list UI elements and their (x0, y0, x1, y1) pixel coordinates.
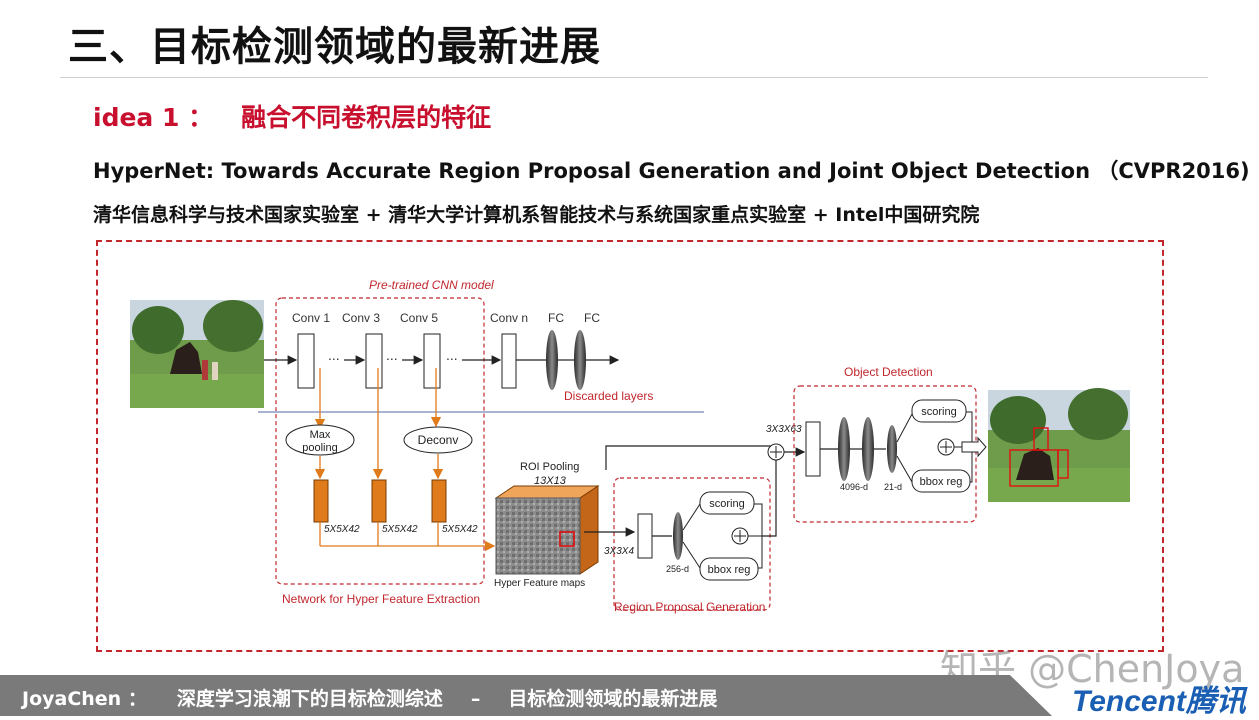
det-fc1 (838, 417, 850, 481)
fc2-label: FC (584, 311, 600, 325)
rpn-bbox-reg (699, 557, 759, 581)
convn-label: Conv n (490, 311, 528, 325)
conv5-layer (423, 333, 441, 389)
fc2-layer (574, 330, 586, 390)
feature-map-2 (371, 479, 387, 523)
conv5-label: Conv 5 (400, 311, 438, 325)
rpn-box (613, 477, 771, 611)
conv1-layer (297, 333, 315, 389)
det-fc-label: 4096-d (840, 482, 868, 492)
feature-map-1 (313, 479, 329, 523)
idea-text: 融合不同卷积层的特征 (241, 103, 492, 132)
idea-heading: idea 1 ： 融合不同卷积层的特征 (93, 98, 491, 134)
det-out (887, 425, 897, 473)
idea-label: idea 1 ： (93, 103, 214, 132)
det-bbox-reg (911, 469, 971, 493)
hyper-maps-label: Hyper Feature maps (494, 578, 585, 589)
hyper-feature-maps (494, 485, 600, 575)
fc1-label: FC (548, 311, 564, 325)
feat-dim-3: 5X5X42 (442, 524, 478, 535)
det-out-label: 21-d (884, 482, 902, 492)
tencent-logo: Tencent腾讯 (1072, 685, 1246, 718)
discarded-label: Discarded layers (564, 389, 653, 403)
input-image (130, 300, 264, 408)
conv1-label: Conv 1 (292, 311, 330, 325)
paper-title: HyperNet: Towards Accurate Region Propos… (93, 159, 1250, 183)
pretrained-label: Pre-trained CNN model (369, 278, 494, 292)
rpn-fc-label: 256-d (666, 564, 689, 574)
det-box (793, 385, 977, 523)
rpn-scoring-label: scoring (709, 498, 744, 510)
roi-pooling-label: ROI Pooling (520, 461, 579, 473)
fc1-layer (546, 330, 558, 390)
feature-map-3 (431, 479, 447, 523)
convn-layer (501, 333, 517, 389)
rpn-conv (637, 513, 653, 559)
deconv-node (403, 426, 473, 454)
footer-text: JoyaChen ： 深度学习浪潮下的目标检测综述 – 目标检测领域的最新进展 (22, 684, 717, 711)
conv3-label: Conv 3 (342, 311, 380, 325)
footer-bar (0, 675, 1052, 716)
footer-dash: – (470, 688, 481, 710)
rpn-label: Region Proposal Generation (614, 600, 765, 614)
output-arrow (961, 436, 987, 458)
slide-title: 三、目标检测领域的最新进展 (68, 24, 601, 70)
hypernet-diagram: Pre-trained CNN model Conv 1 Conv 3 Conv… (130, 278, 1130, 614)
ellipsis-1: ... (328, 347, 340, 363)
ellipsis-3: ... (446, 347, 458, 363)
rpn-scoring (699, 491, 755, 515)
footer-section: 目标检测领域的最新进展 (508, 688, 718, 710)
footer-course: 深度学习浪潮下的目标检测综述 (176, 688, 443, 710)
max-pooling-label-2: pooling (302, 442, 337, 454)
roi-size-label: 13X13 (534, 475, 567, 487)
max-pooling-label-1: Max (310, 429, 331, 441)
hyper-extraction-label: Network for Hyper Feature Extraction (282, 592, 480, 606)
det-fc2 (862, 417, 874, 481)
rpn-input-label: 3X3X4 (604, 546, 634, 557)
hyper-extraction-box (275, 297, 485, 585)
rpn-bbox-label: bbox reg (708, 564, 751, 576)
det-bbox-label: bbox reg (920, 476, 963, 488)
output-image (988, 388, 1130, 502)
diagram-frame (96, 240, 1164, 652)
ellipsis-2: ... (386, 347, 398, 363)
det-scoring-label: scoring (921, 406, 956, 418)
det-input-label: 3X3X63 (766, 424, 802, 435)
conv3-layer (365, 333, 383, 389)
title-divider (60, 77, 1208, 78)
affiliations: 清华信息科学与技术国家实验室 + 清华大学计算机系智能技术与系统国家重点实验室 … (93, 204, 980, 226)
det-scoring (911, 399, 967, 423)
footer-author: JoyaChen ： (22, 688, 147, 710)
det-conv (805, 421, 821, 477)
max-pooling-node (285, 424, 355, 456)
feat-dim-2: 5X5X42 (382, 524, 418, 535)
deconv-label: Deconv (418, 433, 459, 447)
feat-dim-1: 5X5X42 (324, 524, 360, 535)
rpn-fc (673, 512, 683, 560)
det-label: Object Detection (844, 365, 933, 379)
